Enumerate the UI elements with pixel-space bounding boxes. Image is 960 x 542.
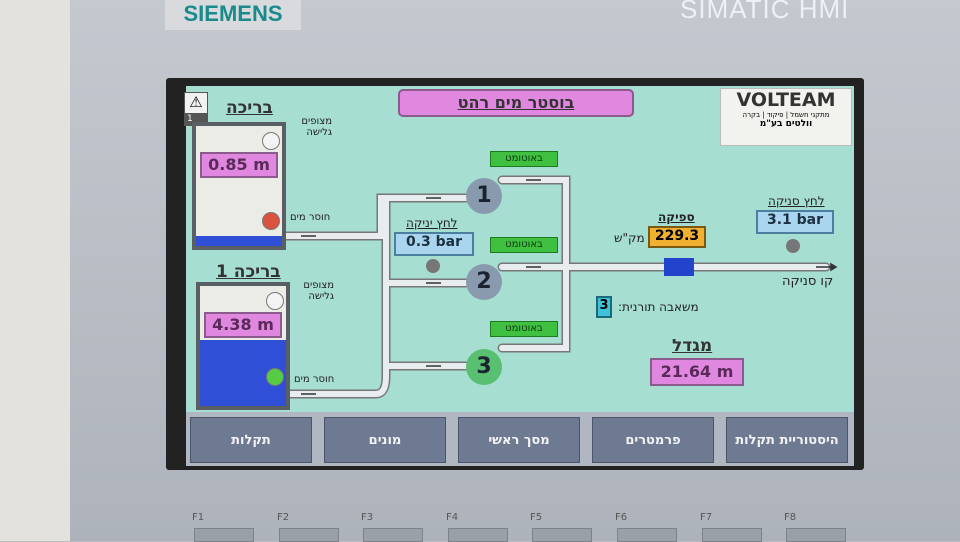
pump-3-mode[interactable]: באוטומט	[490, 321, 558, 337]
pump-1-mode[interactable]: באוטומט	[490, 151, 558, 167]
nav-counters-button[interactable]: מונים	[324, 417, 446, 463]
fkey-label: F4	[446, 512, 459, 523]
low-water-indicator	[266, 368, 284, 386]
f5-key[interactable]	[532, 528, 592, 542]
tower-level: 21.64 m	[650, 358, 744, 386]
f2-key[interactable]	[279, 528, 339, 542]
fkey-label: F2	[277, 512, 290, 523]
siemens-logo: SIEMENS	[165, 0, 301, 30]
flow-unit: מק"ש	[614, 231, 645, 245]
suction-pressure-value: 0.3 bar	[394, 232, 474, 256]
process-canvas: ⚠ 1 בריכה 0.85 m מצופים גלישה חוסר מים ב…	[184, 86, 854, 412]
pipe-diagram	[281, 175, 838, 399]
suction-gauge-icon	[426, 259, 440, 273]
fkey-label: F3	[361, 512, 374, 523]
nav-main-screen-button[interactable]: מסך ראשי	[458, 417, 580, 463]
flow-label: ספיקה	[658, 210, 695, 224]
f7-key[interactable]	[702, 528, 762, 542]
tank-title: בריכה	[226, 98, 273, 118]
tower-label: מגדל	[672, 336, 713, 356]
tank-2: 4.38 m	[196, 282, 290, 410]
overflow-float-indicator	[262, 132, 280, 150]
low-water-label: חוסר מים	[294, 374, 335, 385]
f4-key[interactable]	[448, 528, 508, 542]
wall	[0, 0, 70, 541]
duty-pump-label: משאבה תורנית:	[618, 300, 699, 314]
discharge-pressure-label: לחץ סניקה	[768, 194, 825, 208]
nav-alarm-history-button[interactable]: היסטוריית תקלות	[726, 417, 848, 463]
volteam-logo: VOLTEAM מתקני חשמל | פיקוד | בקרה וולטים…	[720, 88, 852, 146]
tank-level: 0.85 m	[200, 152, 278, 178]
low-water-label: חוסר מים	[290, 212, 331, 223]
nav-parameters-button[interactable]: פרמטרים	[592, 417, 714, 463]
float-label: מצופים גלישה	[301, 116, 332, 138]
fkey-label: F7	[700, 512, 713, 523]
flow-meter-icon	[664, 258, 694, 276]
duty-pump-value: 3	[596, 296, 612, 318]
fkey-label: F5	[530, 512, 543, 523]
tank-1: 0.85 m	[192, 122, 286, 250]
float-label: מצופים גלישה	[303, 280, 334, 302]
pump-3[interactable]: 3	[466, 349, 502, 385]
discharge-pressure-value: 3.1 bar	[756, 210, 834, 234]
fkey-label: F1	[192, 512, 205, 523]
tank-fill	[196, 236, 282, 246]
f6-key[interactable]	[617, 528, 677, 542]
overflow-float-indicator	[266, 292, 284, 310]
tank-level: 4.38 m	[204, 312, 282, 338]
discharge-line-label: קו סניקה	[782, 274, 834, 289]
tank-title: בריכה 1	[216, 262, 281, 282]
low-water-indicator	[262, 212, 280, 230]
fkey-label: F8	[784, 512, 797, 523]
model-label: SIMATIC HMI	[680, 0, 850, 24]
fkey-label: F6	[615, 512, 628, 523]
flow-value: 229.3	[648, 226, 706, 248]
pump-2[interactable]: 2	[466, 264, 502, 300]
f1-key[interactable]	[194, 528, 254, 542]
logo-name: VOLTEAM	[736, 89, 836, 111]
pump-1[interactable]: 1	[466, 178, 502, 214]
logo-company: וולטים בע"מ	[759, 119, 813, 129]
f3-key[interactable]	[363, 528, 423, 542]
logo-tagline: מתקני חשמל | פיקוד | בקרה	[742, 111, 830, 119]
discharge-gauge-icon	[786, 239, 800, 253]
suction-pressure-label: לחץ יניקה	[406, 216, 458, 230]
page-title: בוסטר מים רהט	[398, 89, 634, 117]
nav-alarms-button[interactable]: תקלות	[190, 417, 312, 463]
pump-2-mode[interactable]: באוטומט	[490, 237, 558, 253]
alarm-warning-icon[interactable]: ⚠	[184, 92, 208, 114]
nav-bar: תקלות מונים מסך ראשי פרמטרים היסטוריית ת…	[186, 412, 854, 466]
f8-key[interactable]	[786, 528, 846, 542]
